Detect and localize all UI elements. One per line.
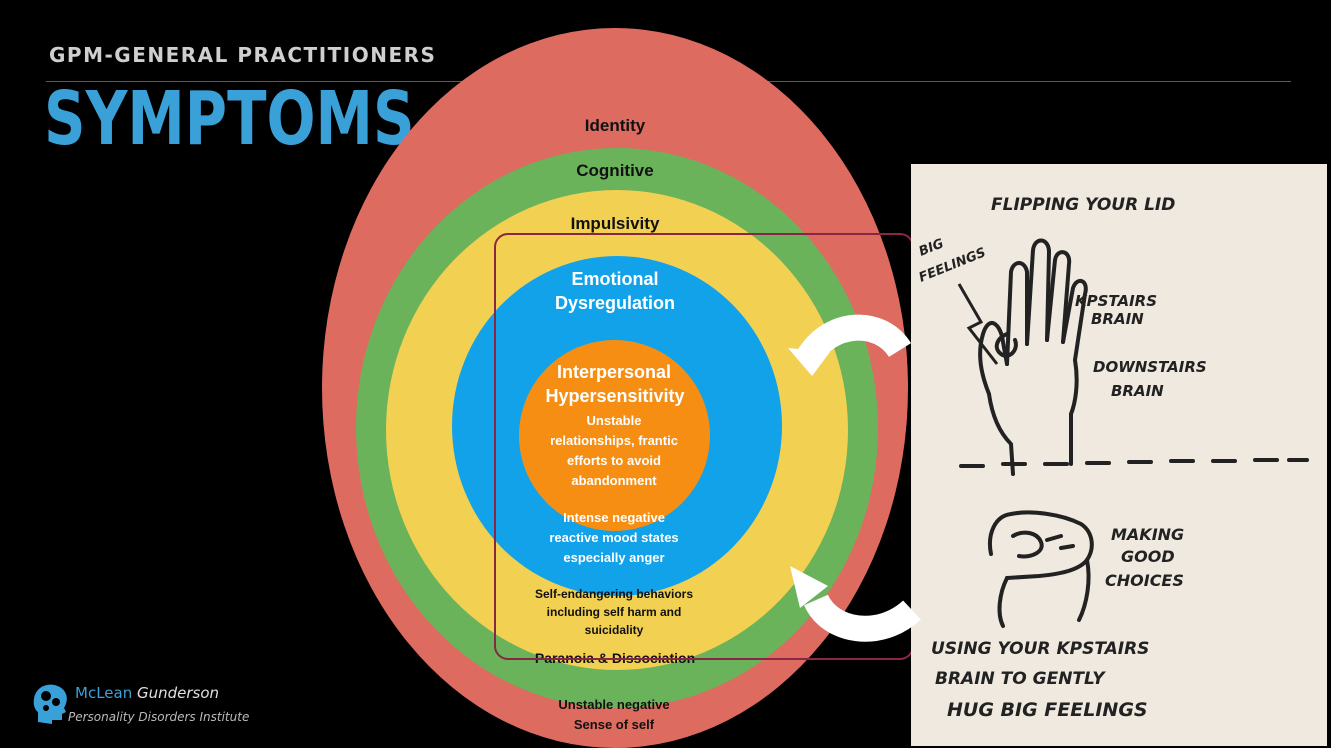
impulsivity-desc-2: including self harm and: [546, 605, 682, 619]
label-emotional: Emotional: [571, 269, 659, 289]
lightning-icon: [957, 283, 999, 365]
dashed-divider: [959, 458, 1309, 468]
identity-desc-1: Unstable negative: [558, 697, 670, 712]
open-hand-icon: [978, 238, 1088, 476]
drawing-bottom-3: HUG BIG FEELINGS: [947, 699, 1148, 721]
label-dysregulation: Dysregulation: [554, 293, 676, 313]
drawing-bottom-1: USING YOUR KPSTAIRS: [931, 639, 1149, 659]
emotional-desc-2: reactive mood states: [549, 530, 679, 545]
page-title: SYMPTOMS: [44, 76, 415, 162]
emotional-desc-3: especially anger: [563, 550, 665, 565]
label-impulsivity: Impulsivity: [570, 214, 660, 233]
logo-subtitle: Personality Disorders Institute: [68, 710, 250, 724]
impulsivity-desc-3: suicidality: [584, 623, 644, 637]
highlight-frame: [494, 233, 914, 660]
label-identity: Identity: [584, 116, 646, 135]
interp-desc-3: efforts to avoid: [567, 453, 661, 468]
label-cognitive: Cognitive: [576, 161, 654, 180]
drawing-downstairs-1: DOWNSTAIRS: [1093, 358, 1207, 376]
interp-desc-2: relationships, frantic: [550, 433, 678, 448]
drawing-downstairs-2: BRAIN: [1111, 382, 1164, 400]
logo-name-a: McLean: [75, 684, 133, 702]
drawing-title: FLIPPING YOUR LID: [991, 195, 1175, 215]
head-gears-logo-icon: [33, 684, 67, 724]
ring-interpersonal-hypersensitivity: [519, 340, 710, 531]
emotional-desc-1: Intense negative: [563, 510, 665, 525]
header-subtitle: GPM-GENERAL PRACTITIONERS: [49, 43, 437, 67]
label-hypersensitivity: Hypersensitivity: [545, 386, 685, 406]
hand-drawing: FLIPPING YOUR LID BIG FEELINGS KPSTAIRS …: [911, 164, 1327, 746]
drawing-bottom-2: BRAIN TO GENTLY: [935, 669, 1106, 689]
drawing-making: MAKING: [1111, 525, 1184, 544]
logo-name: McLean Gunderson: [75, 684, 219, 702]
drawing-upstairs-1: KPSTAIRS: [1075, 292, 1157, 310]
impulsivity-desc-1: Self-endangering behaviors: [534, 587, 694, 601]
interp-desc-1: Unstable: [586, 413, 642, 428]
label-interpersonal: Interpersonal: [556, 362, 672, 382]
drawing-upstairs-2: BRAIN: [1091, 310, 1144, 328]
drawing-choices: CHOICES: [1105, 571, 1184, 590]
logo-name-b: Gunderson: [137, 684, 220, 702]
interp-desc-4: abandonment: [571, 473, 657, 488]
hand-drawn-photo: FLIPPING YOUR LID BIG FEELINGS KPSTAIRS …: [911, 164, 1327, 746]
fist-icon: [988, 510, 1094, 628]
drawing-good: GOOD: [1121, 547, 1175, 566]
identity-desc-2: Sense of self: [573, 717, 655, 732]
